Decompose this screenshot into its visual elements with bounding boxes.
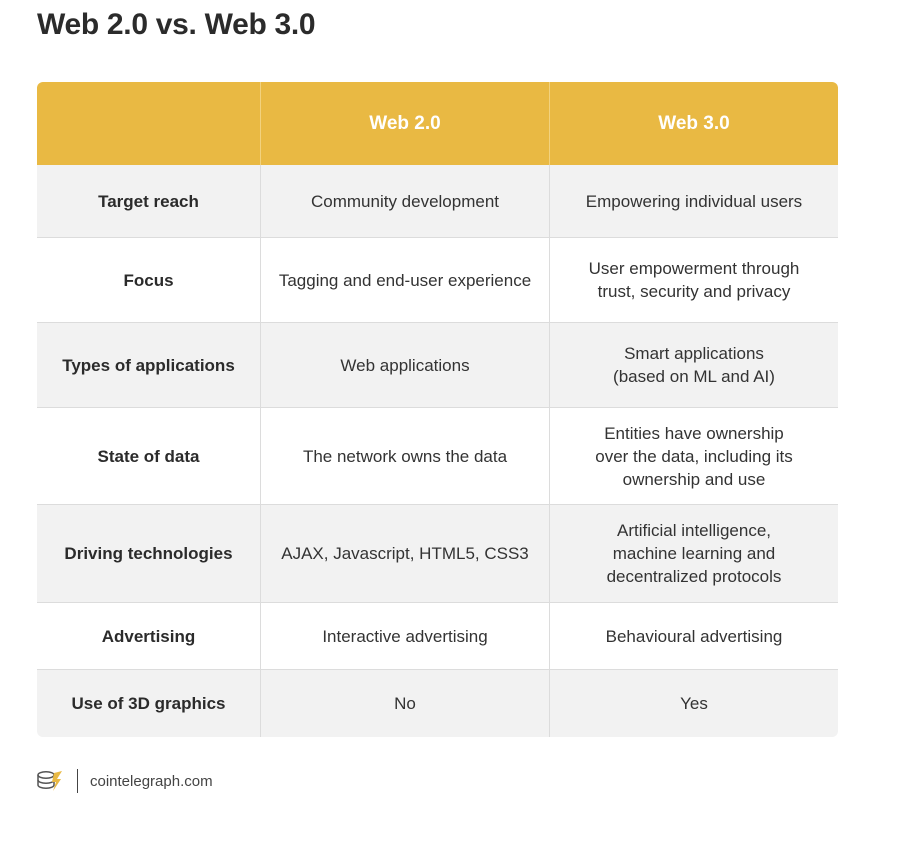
web2-cell: AJAX, Javascript, HTML5, CSS3 xyxy=(260,505,549,602)
row-label: State of data xyxy=(97,446,200,466)
web2-cell: Interactive advertising xyxy=(260,603,549,669)
header-cell-empty xyxy=(37,82,260,165)
footer-divider xyxy=(77,769,78,793)
web2-cell: No xyxy=(260,670,549,737)
web3-cell: Yes xyxy=(549,670,838,737)
web3-cell: Artificial intelligence, machine learnin… xyxy=(549,505,838,602)
web3-cell: Entities have ownership over the data, i… xyxy=(549,408,838,504)
web3-cell: Empowering individual users xyxy=(549,165,838,237)
footer: cointelegraph.com xyxy=(37,769,213,793)
web2-cell: Community development xyxy=(260,165,549,237)
source-domain: cointelegraph.com xyxy=(90,772,213,790)
comparison-table: Web 2.0 Web 3.0 Target reach Community d… xyxy=(37,82,838,737)
page-title: Web 2.0 vs. Web 3.0 xyxy=(37,8,316,41)
web2-cell: The network owns the data xyxy=(260,408,549,504)
cointelegraph-logo-icon xyxy=(37,769,63,793)
web3-cell: Behavioural advertising xyxy=(549,603,838,669)
web3-cell: Smart applications (based on ML and AI) xyxy=(549,323,838,407)
table-row: Focus Tagging and end-user experience Us… xyxy=(37,238,838,323)
row-label: Driving technologies xyxy=(64,544,233,563)
row-label: Advertising xyxy=(101,626,196,646)
web2-cell: Tagging and end-user experience xyxy=(260,238,549,322)
table-row: Use of 3D graphics No Yes xyxy=(37,670,838,737)
table-row: State of data The network owns the data … xyxy=(37,408,838,505)
row-label: Types of applications xyxy=(62,355,235,375)
table-row: Types of applications Web applications S… xyxy=(37,323,838,408)
header-cell-web2: Web 2.0 xyxy=(260,82,549,165)
table-row: Target reach Community development Empow… xyxy=(37,165,838,238)
row-label: Use of 3D graphics xyxy=(71,694,226,713)
web2-cell: Web applications xyxy=(260,323,549,407)
row-label: Focus xyxy=(123,270,174,290)
header-cell-web3: Web 3.0 xyxy=(549,82,838,165)
web3-cell: User empowerment through trust, security… xyxy=(549,238,838,322)
table-row: Advertising Interactive advertising Beha… xyxy=(37,603,838,670)
row-label: Target reach xyxy=(98,191,199,211)
table-header-row: Web 2.0 Web 3.0 xyxy=(37,82,838,165)
table-row: Driving technologies AJAX, Javascript, H… xyxy=(37,505,838,603)
